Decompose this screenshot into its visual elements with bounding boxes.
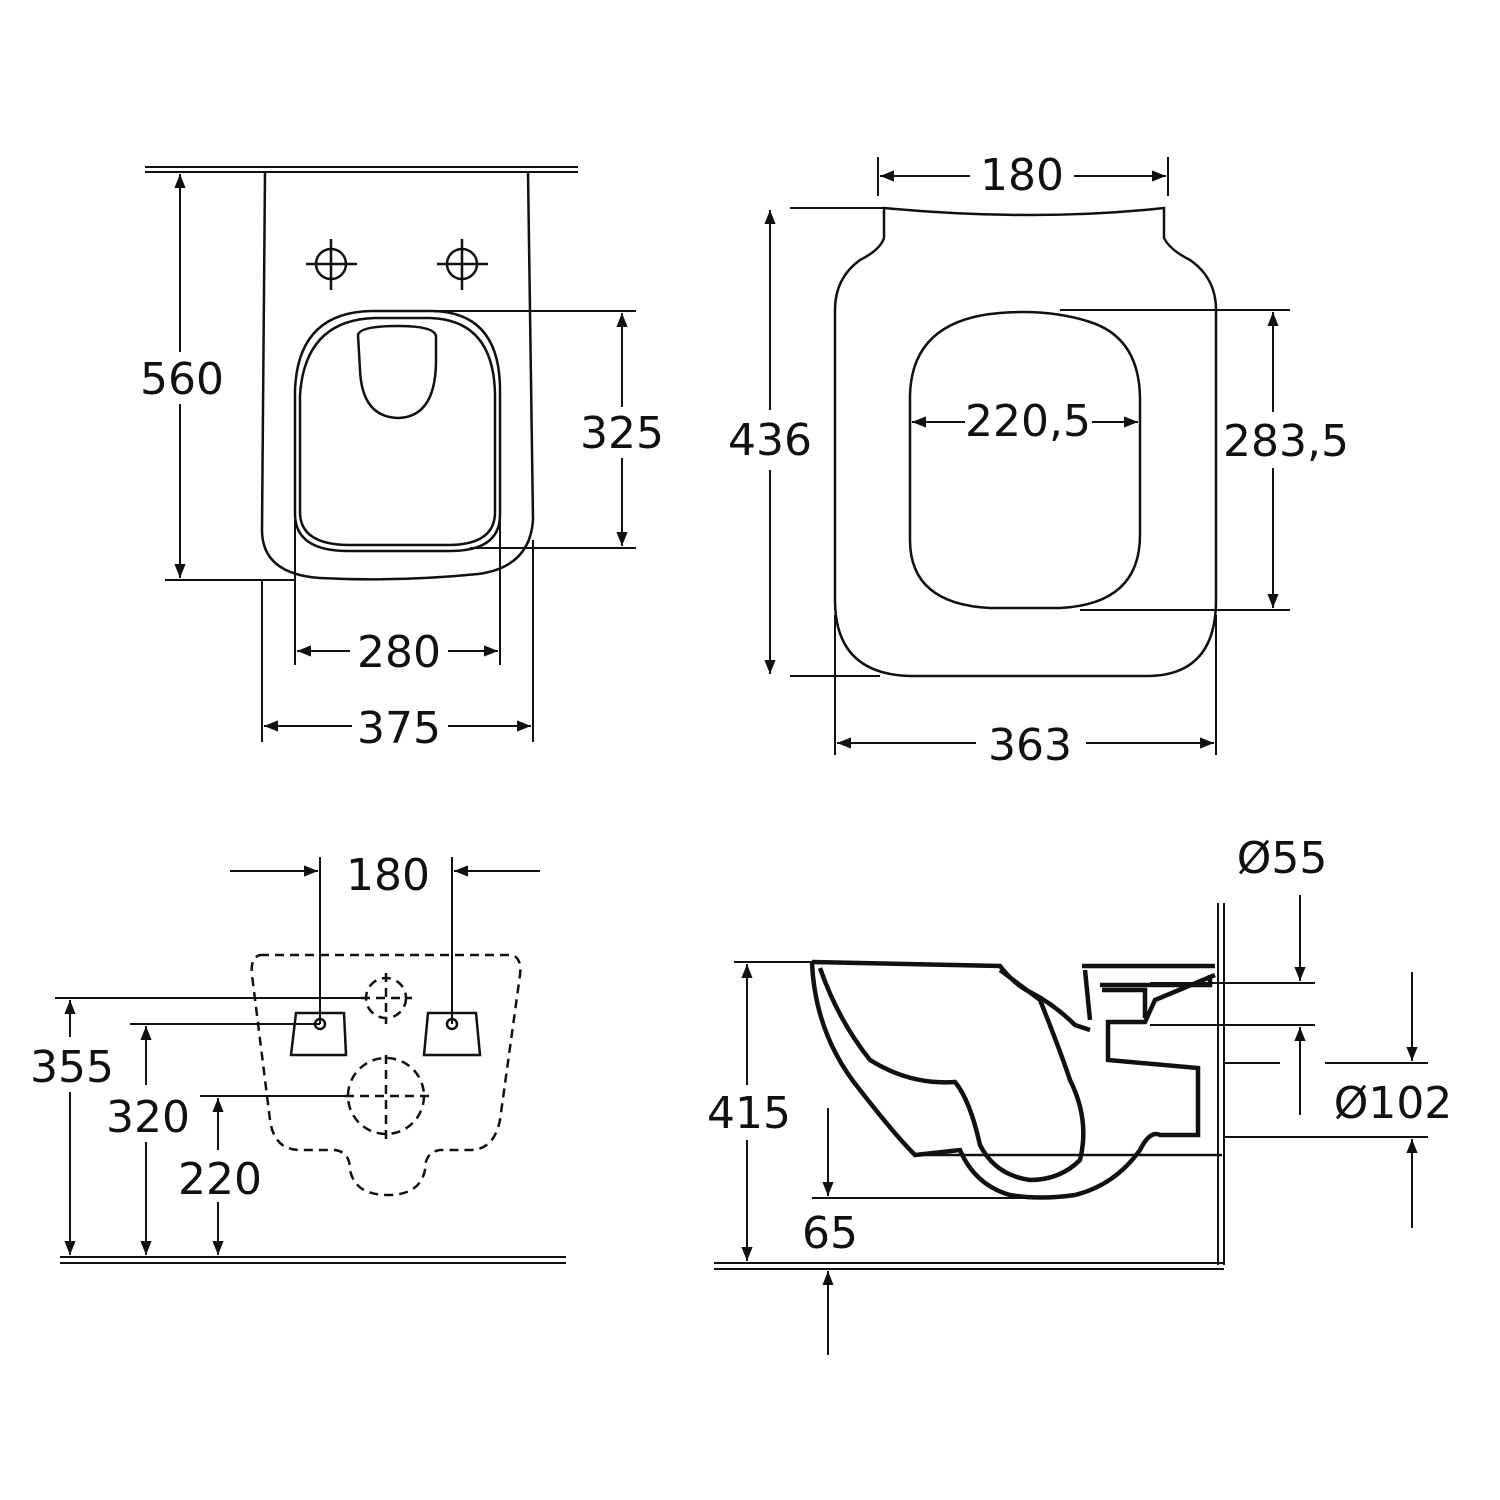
bowl-profile-outer (809, 961, 1216, 1200)
rim-inner (298, 316, 497, 547)
dim-363-label: 363 (988, 720, 1072, 771)
dimension-65: 65 (802, 1108, 1040, 1355)
dimension-102: Ø102 (1225, 972, 1452, 1228)
dim-320-label: 320 (106, 1092, 190, 1143)
seat-view: 180 436 220,5 283,5 363 (728, 150, 1349, 771)
dimension-55: Ø55 (1150, 833, 1327, 1115)
top-view: 560 325 280 375 (140, 166, 664, 754)
dim-325-label: 325 (580, 408, 664, 459)
dim-280-label: 280 (357, 627, 441, 678)
dim-65-label: 65 (802, 1208, 858, 1259)
dim-220-5-label: 220,5 (965, 396, 1091, 447)
waste-hole-dashed (345, 1055, 430, 1140)
fixing-hole-left (306, 239, 357, 290)
rear-connector (1082, 963, 1215, 1021)
rear-outline-dashed (250, 953, 522, 1197)
flush-outlet (356, 324, 438, 420)
dim-102-label: Ø102 (1334, 1078, 1453, 1129)
dim-436-label: 436 (728, 415, 812, 466)
rim-top (811, 959, 1091, 1033)
side-view: Ø55 Ø102 415 65 (707, 833, 1452, 1355)
dim-rear-180-label: 180 (346, 850, 430, 901)
seat-outline (833, 206, 1218, 678)
dimension-355: 355 (30, 997, 366, 1255)
dimension-220: 220 (178, 1095, 345, 1255)
floor-line (60, 1256, 566, 1264)
dim-283-5-label: 283,5 (1223, 416, 1349, 467)
dim-415-label: 415 (707, 1088, 791, 1139)
dim-375-label: 375 (357, 703, 441, 754)
dim-355-label: 355 (30, 1042, 114, 1093)
dimension-560: 560 (140, 174, 295, 581)
dimension-363: 363 (834, 615, 1217, 771)
bowl-profile-inner (817, 967, 1086, 1183)
dimension-283-5: 283,5 (1060, 309, 1349, 611)
dimension-220-5: 220,5 (912, 396, 1138, 447)
dimension-280: 280 (294, 520, 501, 678)
bowl-outline (260, 171, 535, 581)
rear-view: 180 355 320 220 (30, 850, 566, 1264)
dimension-325: 325 (420, 310, 664, 549)
dim-55-label: Ø55 (1237, 833, 1328, 884)
wall-line (1217, 903, 1225, 1265)
floor-line (714, 1262, 1224, 1270)
seat-opening (908, 310, 1142, 610)
dimension-320: 320 (106, 1023, 320, 1255)
dimension-rear-180: 180 (230, 850, 540, 1024)
dim-560-label: 560 (140, 354, 224, 405)
wall-line (145, 166, 578, 173)
dimension-436: 436 (728, 207, 884, 677)
dimension-hinge-180: 180 (877, 150, 1169, 201)
fixing-bracket-right (422, 1011, 482, 1057)
dim-seat-180-label: 180 (980, 150, 1064, 201)
fixing-hole-right (437, 239, 488, 290)
supply-hole-dashed (361, 973, 412, 1024)
fixing-bracket-left (289, 1011, 348, 1057)
dim-220-label: 220 (178, 1154, 262, 1205)
dimension-375: 375 (261, 540, 534, 754)
rim-outer (293, 309, 502, 553)
dimension-415: 415 (707, 961, 812, 1261)
